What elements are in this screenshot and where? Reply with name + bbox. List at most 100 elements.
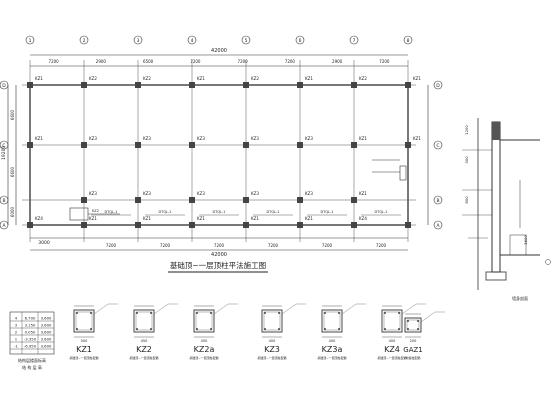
legend-height: 3.600 — [41, 337, 52, 342]
top-span-label: 7200 — [49, 59, 60, 64]
bottom-span-label: 7200 — [376, 243, 387, 248]
callout-box — [399, 165, 407, 181]
total-dimension-bottom: 42000 — [211, 252, 227, 258]
column-r1-c7 — [405, 142, 411, 148]
section-parapet — [492, 122, 500, 140]
axis-label-right: D — [436, 83, 440, 89]
rebar-dot — [76, 312, 78, 314]
axis-bubble-right — [433, 140, 443, 150]
section-dim-label: 300 — [464, 156, 469, 164]
rebar-dot — [338, 312, 340, 314]
column-r1-c3 — [189, 142, 195, 148]
rebar-dot — [264, 328, 266, 330]
rebar-dot — [384, 328, 386, 330]
detail-leader — [420, 311, 436, 323]
detail-stirrup — [383, 311, 401, 331]
axis-bubble-top — [295, 35, 305, 45]
legend-elevation: -3.350 — [24, 337, 37, 342]
detail-leader — [93, 303, 109, 315]
column-marks — [27, 82, 411, 228]
column-r0-c3 — [189, 82, 195, 88]
column-tag: KZ1 — [251, 216, 259, 221]
column-section-details: 500KZ1基础顶~一层顶柱配筋450KZ2基础顶~一层顶柱配筋450KZ2a基… — [69, 303, 445, 360]
axis-label-left: D — [2, 83, 6, 89]
column-tag: KZ1 — [197, 76, 205, 81]
rebar-dot — [90, 328, 92, 330]
column-r2-c1 — [81, 197, 87, 203]
note-left: KZ2 — [92, 209, 99, 213]
detail-dim: 400 — [269, 339, 276, 343]
column-tag: KZ3 — [89, 191, 97, 196]
bottom-span-label: 7200 — [322, 243, 333, 248]
axis-bubble-right — [433, 80, 443, 90]
legend-floor: 4 — [15, 316, 18, 321]
detail-section-box — [321, 309, 343, 333]
column-r0-c0 — [27, 82, 33, 88]
column-tag: KZ1 — [413, 76, 421, 81]
axis-label-top: 7 — [353, 38, 356, 44]
total-dimension-top: 42000 — [211, 48, 227, 54]
column-tag: KZ1 — [197, 216, 205, 221]
column-tag: KZ3 — [251, 191, 259, 196]
column-r3-c7 — [405, 222, 411, 228]
axis-label-top: 5 — [245, 38, 248, 44]
section-detail-box — [509, 234, 527, 256]
detail-dim: 450 — [201, 339, 208, 343]
beam-tag: DTQL-1 — [321, 210, 334, 214]
detail-name: KZ4 — [384, 345, 400, 354]
column-r3-c2 — [135, 222, 141, 228]
column-tag: KZ3 — [305, 191, 313, 196]
beam-tag: DTQL-1 — [375, 210, 388, 214]
detail-name: KZ2a — [194, 345, 215, 354]
axis-label-top: 8 — [407, 38, 410, 44]
column-tag: KZ2 — [359, 76, 367, 81]
column-tag: KZ1 — [35, 76, 43, 81]
detail-stirrup — [75, 311, 93, 331]
column-r2-c3 — [189, 197, 195, 203]
rebar-dot — [196, 328, 198, 330]
column-tag: KZ3 — [143, 136, 151, 141]
rebar-dot — [338, 328, 340, 330]
column-r1-c2 — [135, 142, 141, 148]
axis-bubble-top — [349, 35, 359, 45]
detail-stirrup — [195, 311, 213, 331]
column-tag: KZ3 — [143, 191, 151, 196]
left-span-label: 6600 — [10, 109, 15, 120]
column-r3-c0 — [27, 222, 33, 228]
legend-floor: 2 — [15, 330, 18, 335]
section-label: 墙身剖面 — [512, 295, 528, 301]
detail-dim: 200 — [410, 339, 417, 343]
detail-section-box — [381, 309, 403, 333]
column-r0-c4 — [243, 82, 249, 88]
legend-height: 3.600 — [41, 323, 52, 328]
detail-stirrup — [406, 319, 420, 331]
column-r0-c2 — [135, 82, 141, 88]
rebar-dot — [196, 312, 198, 314]
detail-note: 基础顶~一层顶柱配筋 — [377, 355, 407, 360]
rebar-dot — [407, 328, 409, 330]
column-tag: KZ1 — [359, 136, 367, 141]
axis-bubble-right — [433, 220, 443, 230]
rebar-dot — [398, 312, 400, 314]
column-tag: KZ4 — [35, 216, 43, 221]
column-tag: KZ1 — [35, 136, 43, 141]
bottom-span-label: 7200 — [106, 243, 117, 248]
axis-label-top: 3 — [137, 38, 140, 44]
column-r2-c4 — [243, 197, 249, 203]
axis-bubble-top — [133, 35, 143, 45]
axis-label-top: 6 — [299, 38, 302, 44]
column-r3-c4 — [243, 222, 249, 228]
detail-leader — [281, 303, 297, 315]
column-tag: KZ2 — [89, 76, 97, 81]
column-tag: KZ1 — [359, 191, 367, 196]
detail-note: 基础顶~一层顶柱配筋 — [69, 355, 99, 360]
column-r0-c5 — [297, 82, 303, 88]
column-r1-c0 — [27, 142, 33, 148]
column-tag: KZ1 — [89, 216, 97, 221]
axis-bubble-top — [241, 35, 251, 45]
